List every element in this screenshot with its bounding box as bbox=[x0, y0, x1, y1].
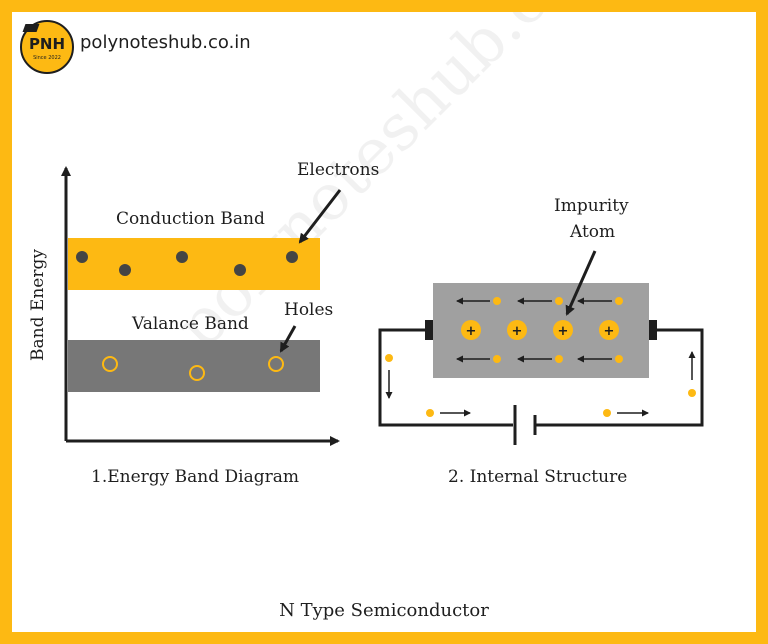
logo-subtitle: Since 2022 bbox=[33, 55, 61, 61]
free-electron bbox=[493, 297, 501, 305]
page-title: N Type Semiconductor bbox=[279, 600, 489, 621]
energy-diagram-caption: 1.Energy Band Diagram bbox=[91, 467, 299, 487]
free-electron bbox=[615, 355, 623, 363]
hole bbox=[268, 356, 284, 372]
impurity-ion bbox=[507, 320, 527, 340]
pnh-logo: PNH Since 2022 bbox=[20, 20, 74, 74]
circuit-wire-left bbox=[378, 328, 513, 427]
impurity-label-line-1: Impurity bbox=[554, 196, 629, 216]
internal-structure-caption: 2. Internal Structure bbox=[448, 467, 628, 487]
free-electron bbox=[555, 297, 563, 305]
ion-plus: + bbox=[558, 324, 569, 339]
free-electron bbox=[493, 355, 501, 363]
electrons-label: Electrons bbox=[297, 160, 380, 180]
free-electron bbox=[615, 297, 623, 305]
impurity-ion bbox=[553, 320, 573, 340]
holes-pointer-arrow bbox=[279, 325, 297, 353]
valence-band-label: Valance Band bbox=[132, 314, 249, 334]
electrons-pointer-arrow bbox=[298, 189, 342, 244]
impurity-pointer-arrow bbox=[565, 250, 597, 316]
right-electrode bbox=[649, 320, 657, 340]
circuit-electron bbox=[426, 409, 434, 417]
circuit-electron bbox=[688, 389, 696, 397]
hole bbox=[102, 356, 118, 372]
impurity-ion bbox=[461, 320, 481, 340]
diagram-svg: + + + + bbox=[61, 166, 704, 446]
logo-text: PNH bbox=[28, 35, 66, 53]
impurity-ion bbox=[599, 320, 619, 340]
holes-label: Holes bbox=[284, 300, 334, 320]
electron-dot bbox=[286, 251, 298, 263]
electron-dot bbox=[234, 264, 246, 276]
ion-plus: + bbox=[466, 324, 477, 339]
free-electron bbox=[555, 355, 563, 363]
impurity-label-line-2: Atom bbox=[570, 222, 616, 242]
ion-plus: + bbox=[512, 324, 523, 339]
electron-dot bbox=[76, 251, 88, 263]
circuit-electron bbox=[385, 354, 393, 362]
y-axis-label: Band Energy bbox=[28, 249, 48, 361]
electron-dot bbox=[176, 251, 188, 263]
ion-plus: + bbox=[604, 324, 615, 339]
conduction-band bbox=[68, 238, 320, 290]
electron-dot bbox=[119, 264, 131, 276]
conduction-band-label: Conduction Band bbox=[116, 209, 265, 229]
circuit-wire-right bbox=[535, 328, 704, 427]
site-name: polynoteshub.co.in bbox=[80, 32, 251, 53]
left-electrode bbox=[425, 320, 433, 340]
hole bbox=[189, 365, 205, 381]
circuit-electron bbox=[603, 409, 611, 417]
